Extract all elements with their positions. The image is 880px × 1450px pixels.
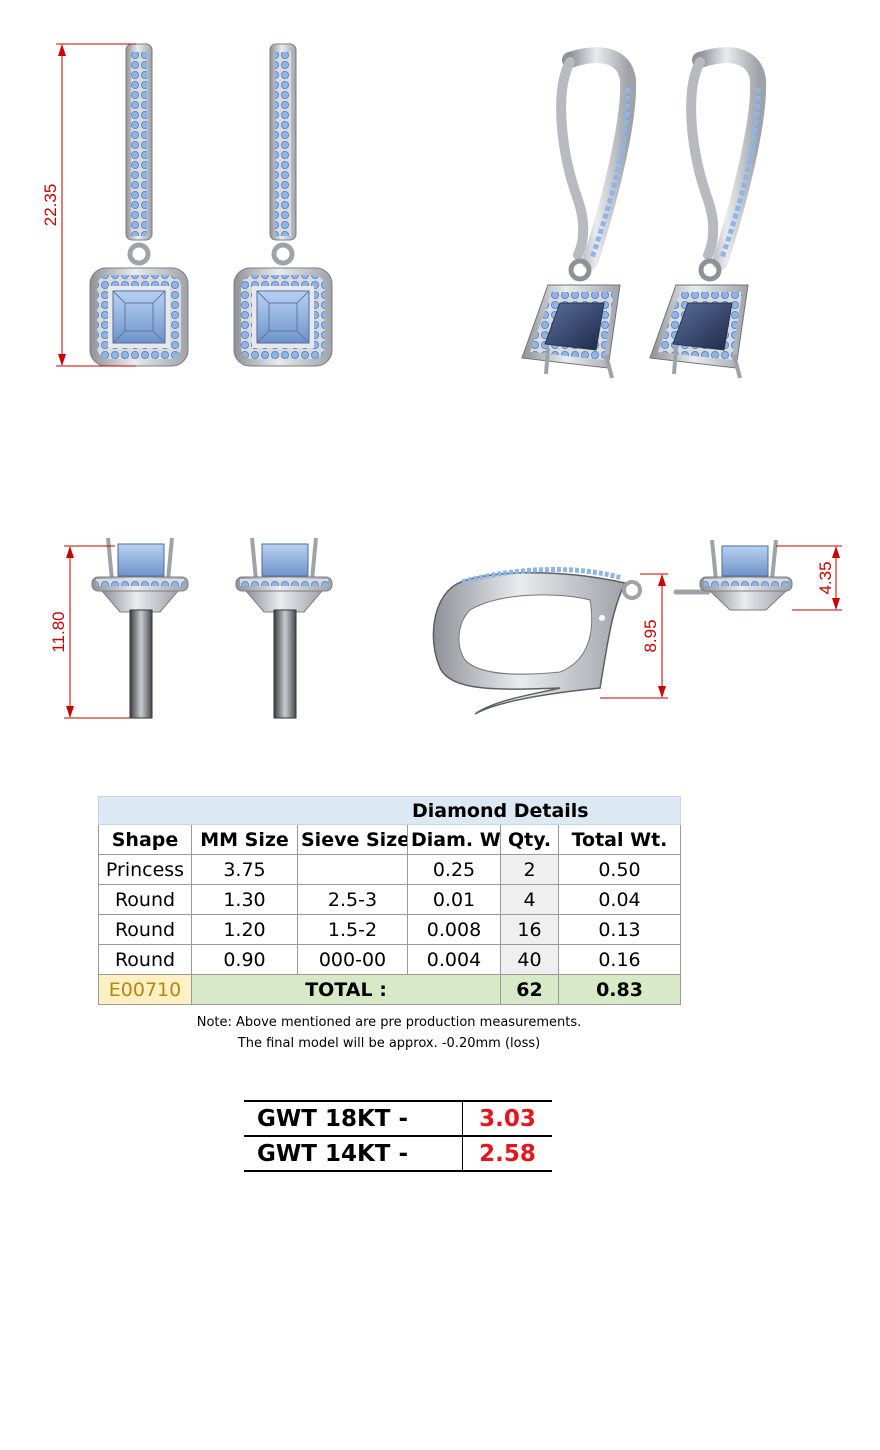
diamond-details-table: Diamond Details Shape MM Size Sieve Size…: [97, 796, 682, 1005]
cell-shape: Princess: [98, 854, 192, 885]
table-title: Diamond Details: [97, 796, 682, 825]
side-view-earring-left: [91, 537, 189, 719]
perspective-view-earring-left: [521, 47, 637, 379]
gwt-label-14kt: GWT 14KT -: [244, 1136, 463, 1172]
table-row: Round 1.30 2.5-3 0.01 4 0.04: [98, 884, 682, 915]
dimension-total-height: 22.35: [41, 43, 136, 367]
perspective-view-earring-right: [649, 47, 767, 379]
dimension-lever-height: 8.95: [600, 573, 668, 699]
cell-shape: Round: [98, 914, 192, 945]
column-header-total-wt: Total Wt.: [557, 824, 682, 855]
cell-mm-size: 3.75: [191, 854, 298, 885]
cell-total-wt: 0.13: [557, 914, 682, 945]
cell-mm-size: 1.20: [191, 914, 298, 945]
gwt-row-18kt: GWT 18KT - 3.03: [244, 1100, 552, 1137]
setting-side-view: [673, 539, 793, 611]
table-title-row: Diamond Details: [97, 796, 682, 825]
cell-mm-size: 0.90: [191, 944, 298, 975]
gross-weight-table: GWT 18KT - 3.03 GWT 14KT - 2.58: [244, 1100, 552, 1172]
cell-diam-wt: 0.008: [407, 914, 501, 945]
cell-shape: Round: [98, 884, 192, 915]
gwt-row-14kt: GWT 14KT - 2.58: [244, 1136, 552, 1172]
cell-mm-size: 1.30: [191, 884, 298, 915]
cell-qty: 2: [500, 854, 559, 885]
cell-qty: 40: [500, 944, 559, 975]
dimension-setting-height: 4.35: [776, 545, 842, 611]
dimension-label-lever: 8.95: [641, 619, 660, 652]
lever-back-view: [432, 566, 642, 715]
cell-diam-wt: 0.004: [407, 944, 501, 975]
cell-shape: Round: [98, 944, 192, 975]
cell-sieve-size: 1.5-2: [297, 914, 408, 945]
gwt-value-18kt: 3.03: [462, 1100, 552, 1137]
product-code: E00710: [98, 974, 192, 1005]
dimension-label-side: 11.80: [49, 611, 68, 652]
cell-diam-wt: 0.25: [407, 854, 501, 885]
cell-total-wt: 0.04: [557, 884, 682, 915]
cell-qty: 16: [500, 914, 559, 945]
column-header-mm-size: MM Size: [191, 824, 298, 855]
cell-sieve-size: 000-00: [297, 944, 408, 975]
cell-total-wt: 0.50: [557, 854, 682, 885]
front-view-earring-right: [233, 43, 333, 367]
gwt-value-14kt: 2.58: [462, 1136, 552, 1172]
table-header-row: Shape MM Size Sieve Size Diam. Wt. Qty. …: [98, 824, 682, 855]
cell-sieve-size: [297, 854, 408, 885]
technical-drawing: 22.35: [41, 43, 842, 719]
column-header-shape: Shape: [98, 824, 192, 855]
total-weight: 0.83: [557, 974, 682, 1005]
dimension-label-total: 22.35: [41, 184, 60, 227]
dimension-side-height: 11.80: [49, 545, 130, 719]
total-label: TOTAL :: [191, 974, 501, 1005]
column-header-qty: Qty.: [500, 824, 559, 855]
dimension-label-setting: 4.35: [816, 561, 835, 594]
table-row: Round 1.20 1.5-2 0.008 16 0.13: [98, 914, 682, 945]
table-row: Princess 3.75 0.25 2 0.50: [98, 854, 682, 885]
cell-diam-wt: 0.01: [407, 884, 501, 915]
column-header-sieve-size: Sieve Size: [297, 824, 408, 855]
note-line-2: The final model will be approx. -0.20mm …: [237, 1036, 541, 1051]
column-header-diam-wt: Diam. Wt.: [407, 824, 501, 855]
side-view-earring-right: [235, 537, 333, 719]
gwt-label-18kt: GWT 18KT -: [244, 1100, 463, 1137]
note-line-1: Note: Above mentioned are pre production…: [196, 1015, 582, 1030]
table-total-row: E00710 TOTAL : 62 0.83: [98, 974, 682, 1005]
total-qty: 62: [500, 974, 559, 1005]
front-view-earring-left: [89, 43, 189, 367]
cell-qty: 4: [500, 884, 559, 915]
table-row: Round 0.90 000-00 0.004 40 0.16: [98, 944, 682, 975]
cell-total-wt: 0.16: [557, 944, 682, 975]
cell-sieve-size: 2.5-3: [297, 884, 408, 915]
